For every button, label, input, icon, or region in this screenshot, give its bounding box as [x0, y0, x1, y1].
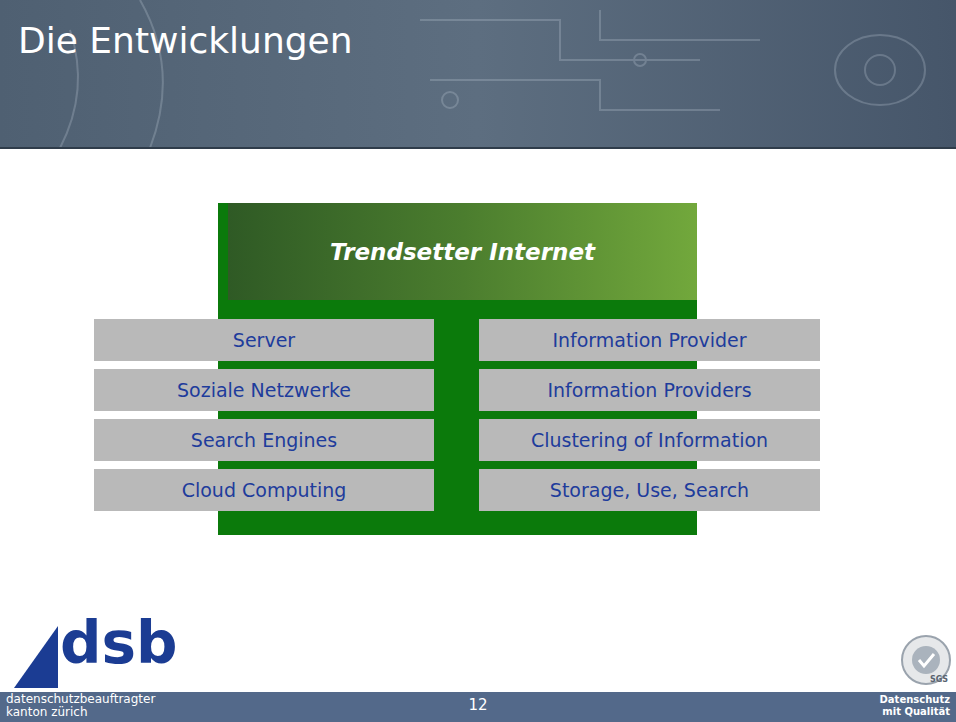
logo-text: dsb: [60, 612, 178, 676]
item-box: Storage, Use, Search: [479, 469, 820, 511]
header-box: Trendsetter Internet: [228, 203, 697, 300]
logo-triangle: [14, 626, 58, 688]
item-text: Information Provider: [552, 329, 746, 351]
quality-tagline: Datenschutz mit Qualität: [870, 694, 950, 717]
item-text: Clustering of Information: [531, 429, 768, 451]
page-number: 12: [468, 697, 487, 714]
item-box: Search Engines: [94, 419, 434, 461]
slide-title: Die Entwicklungen: [18, 20, 353, 61]
organisation-name: datenschutzbeauftragter kanton zürich: [6, 693, 176, 719]
header-band: [0, 0, 956, 148]
item-text: Cloud Computing: [182, 479, 347, 501]
item-text: Server: [233, 329, 295, 351]
footer-band: [0, 692, 956, 722]
item-box: Cloud Computing: [94, 469, 434, 511]
item-text: Storage, Use, Search: [550, 479, 749, 501]
item-text: Information Providers: [547, 379, 751, 401]
header-text: Trendsetter Internet: [330, 239, 595, 265]
item-box: Clustering of Information: [479, 419, 820, 461]
item-text: Search Engines: [191, 429, 337, 451]
item-box: Soziale Netzwerke: [94, 369, 434, 411]
item-text: Soziale Netzwerke: [177, 379, 351, 401]
item-box: Server: [94, 319, 434, 361]
item-box: Information Provider: [479, 319, 820, 361]
seal-text: SGS: [930, 676, 948, 684]
certification-seal: [902, 636, 950, 684]
item-box: Information Providers: [479, 369, 820, 411]
